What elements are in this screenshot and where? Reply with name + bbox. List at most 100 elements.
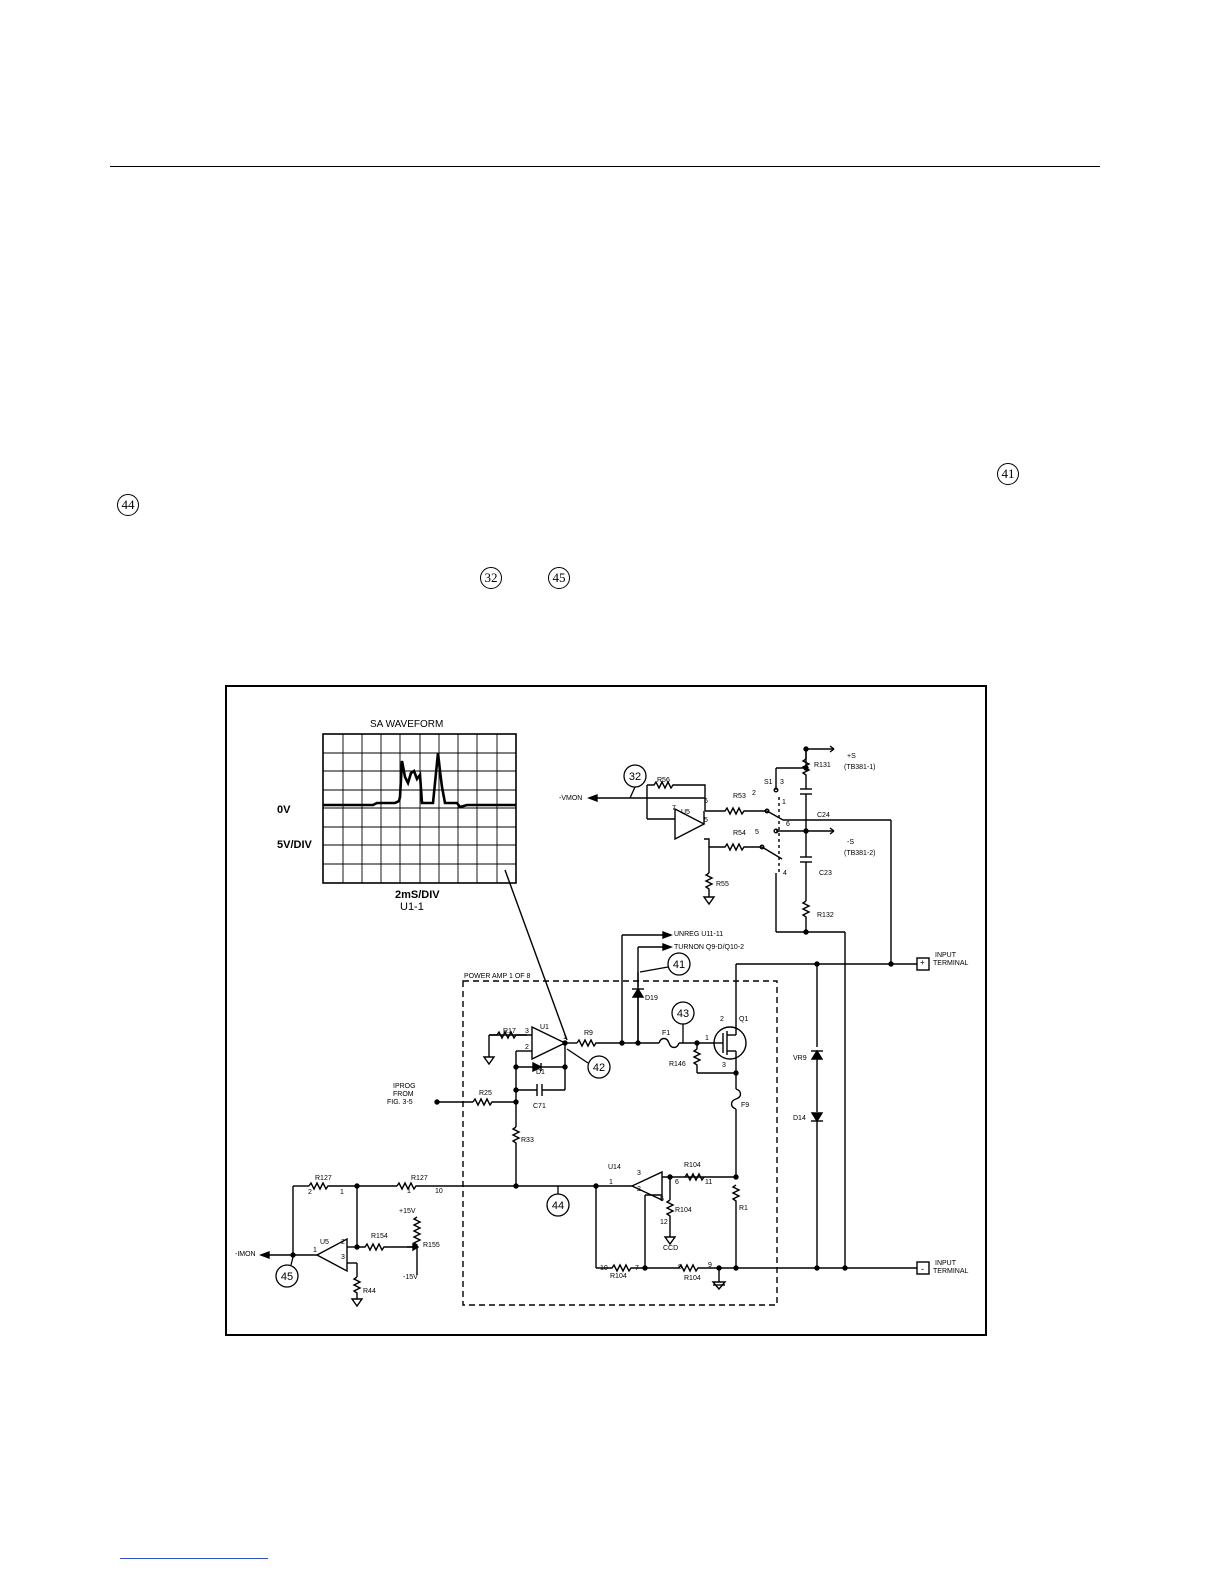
svg-text:R44: R44 — [363, 1288, 376, 1295]
svg-text:INPUT: INPUT — [935, 952, 957, 959]
svg-text:R17: R17 — [503, 1028, 516, 1035]
callout-44: 44 — [117, 494, 139, 516]
probe-leader — [504, 869, 568, 1041]
svg-text:C71: C71 — [533, 1103, 546, 1110]
svg-text:VR9: VR9 — [793, 1055, 807, 1062]
svg-text:R54: R54 — [733, 830, 746, 837]
svg-text:R132: R132 — [817, 912, 834, 919]
svg-text:R127: R127 — [411, 1175, 428, 1182]
svg-text:5: 5 — [704, 817, 708, 824]
svg-text:F1: F1 — [662, 1030, 670, 1037]
svg-text:-VMON: -VMON — [559, 795, 582, 802]
svg-text:-IMON: -IMON — [235, 1251, 256, 1258]
svg-text:(TB381-1): (TB381-1) — [844, 764, 876, 771]
svg-text:1: 1 — [705, 1035, 709, 1042]
svg-text:7: 7 — [672, 805, 676, 812]
svg-text:UNREG U11-11: UNREG U11-11 — [674, 931, 723, 938]
svg-text:U5: U5 — [681, 809, 690, 816]
svg-text:2: 2 — [308, 1189, 312, 1196]
svg-text:R131: R131 — [814, 762, 831, 769]
node-42: 42 — [593, 1062, 605, 1074]
svg-text:R146: R146 — [669, 1061, 686, 1068]
svg-text:D1: D1 — [536, 1069, 545, 1076]
svg-text:F9: F9 — [741, 1102, 749, 1109]
svg-text:R55: R55 — [716, 881, 729, 888]
svg-text:3: 3 — [722, 1062, 726, 1069]
svg-text:U5: U5 — [320, 1239, 329, 1246]
svg-text:R104: R104 — [675, 1207, 692, 1214]
svg-text:6: 6 — [675, 1179, 679, 1186]
svg-text:2: 2 — [525, 1044, 529, 1051]
svg-text:S1: S1 — [764, 779, 773, 786]
node-32: 32 — [629, 771, 641, 783]
time-per-div-label: 2mS/DIV — [395, 889, 440, 901]
svg-text:POWER AMP 1 OF 8: POWER AMP 1 OF 8 — [464, 973, 530, 980]
svg-text:-S: -S — [847, 839, 854, 846]
svg-text:R104: R104 — [684, 1162, 701, 1169]
callout-32: 32 — [480, 567, 502, 589]
svg-text:6: 6 — [786, 821, 790, 828]
svg-text:D14: D14 — [793, 1115, 806, 1122]
svg-text:2: 2 — [720, 1016, 724, 1023]
svg-text:1: 1 — [407, 1188, 411, 1195]
svg-text:U14: U14 — [608, 1164, 621, 1171]
schematic-figure: SA WAVEFORM 0V 5V/DIV 2mS/DIV U1-1 -VMON… — [225, 685, 987, 1336]
scope-grid — [322, 733, 517, 884]
svg-text:+: + — [920, 958, 925, 967]
svg-text:TERMINAL: TERMINAL — [933, 960, 969, 967]
waveform-title: SA WAVEFORM — [370, 719, 443, 730]
svg-text:6: 6 — [704, 798, 708, 805]
power-amp-wiring — [434, 930, 930, 1306]
volts-per-div-label: 5V/DIV — [277, 839, 313, 851]
zero-volt-label: 0V — [277, 804, 291, 816]
svg-text:1: 1 — [782, 799, 786, 806]
node-43: 43 — [677, 1008, 689, 1020]
svg-text:3: 3 — [637, 1170, 641, 1177]
svg-text:TURNON Q9-D/Q10-2: TURNON Q9-D/Q10-2 — [674, 944, 744, 951]
svg-text:INPUT: INPUT — [935, 1260, 957, 1267]
svg-text:R53: R53 — [733, 793, 746, 800]
svg-text:R9: R9 — [584, 1030, 593, 1037]
imon-wiring — [259, 1170, 741, 1308]
svg-text:12: 12 — [660, 1219, 668, 1226]
svg-text:C24: C24 — [817, 812, 830, 819]
node-41: 41 — [673, 959, 685, 971]
svg-text:Q1: Q1 — [739, 1016, 748, 1023]
svg-text:D19: D19 — [645, 995, 658, 1002]
node-44: 44 — [552, 1200, 564, 1212]
svg-text:1: 1 — [313, 1247, 317, 1254]
vmon-wiring — [587, 745, 892, 1268]
svg-text:2: 2 — [341, 1239, 345, 1246]
svg-text:TERMINAL: TERMINAL — [933, 1268, 969, 1275]
node-callouts — [275, 764, 695, 1288]
svg-text:+15V: +15V — [399, 1208, 416, 1215]
svg-text:FROM: FROM — [393, 1091, 414, 1098]
svg-text:3: 3 — [525, 1028, 529, 1035]
svg-text:R33: R33 — [521, 1137, 534, 1144]
svg-text:R104: R104 — [684, 1275, 701, 1282]
svg-text:1: 1 — [340, 1189, 344, 1196]
svg-text:CCD: CCD — [663, 1245, 678, 1252]
svg-text:IPROG: IPROG — [393, 1083, 416, 1090]
svg-text:-15V: -15V — [403, 1274, 418, 1281]
svg-text:R1: R1 — [739, 1205, 748, 1212]
svg-text:1: 1 — [563, 1034, 567, 1041]
waveform-trace — [323, 752, 516, 809]
svg-text:R25: R25 — [479, 1090, 492, 1097]
callout-41: 41 — [997, 463, 1019, 485]
schematic-svg: SA WAVEFORM 0V 5V/DIV 2mS/DIV U1-1 -VMON… — [235, 719, 969, 1308]
svg-text:3: 3 — [780, 779, 784, 786]
svg-text:-: - — [921, 1264, 924, 1274]
svg-text:FIG. 3-5: FIG. 3-5 — [387, 1099, 413, 1106]
svg-text:R154: R154 — [371, 1233, 388, 1240]
node-45: 45 — [281, 1271, 293, 1283]
svg-text:11: 11 — [705, 1179, 712, 1186]
callout-45: 45 — [548, 567, 570, 589]
svg-text:+S: +S — [847, 753, 856, 760]
svg-text:1: 1 — [609, 1179, 613, 1186]
svg-text:R155: R155 — [423, 1242, 440, 1249]
svg-text:4: 4 — [783, 870, 787, 877]
probe-label: U1-1 — [400, 901, 424, 913]
svg-text:(TB381-2): (TB381-2) — [844, 850, 876, 857]
svg-text:10: 10 — [435, 1188, 443, 1195]
